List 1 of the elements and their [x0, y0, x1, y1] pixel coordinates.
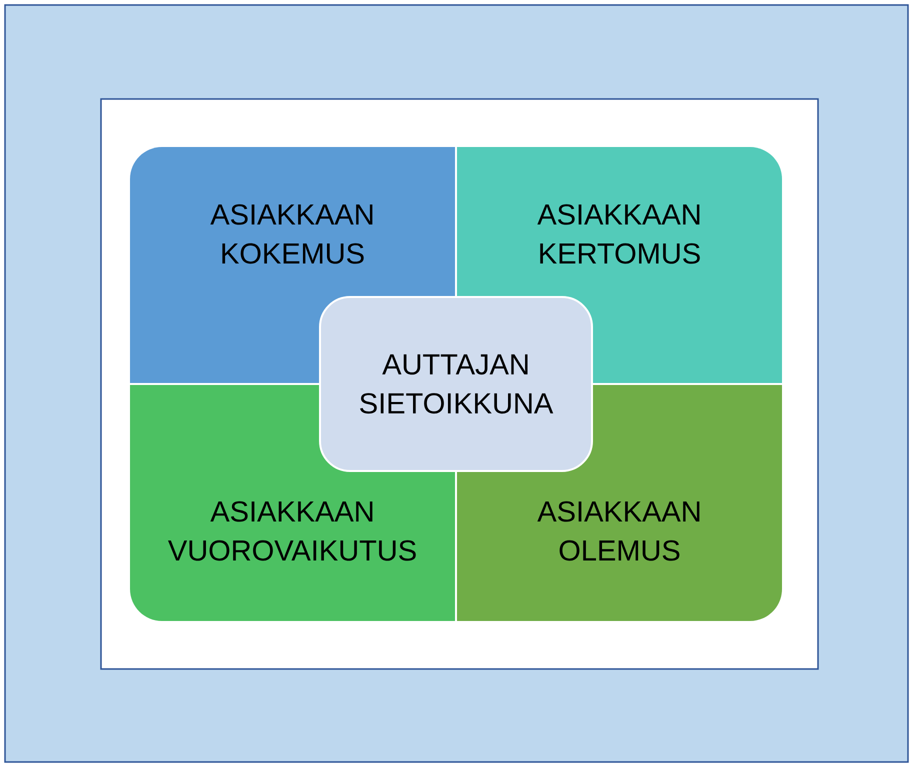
rounded-box: AUTTAJAN SIETOIKKUNA — [319, 296, 593, 472]
